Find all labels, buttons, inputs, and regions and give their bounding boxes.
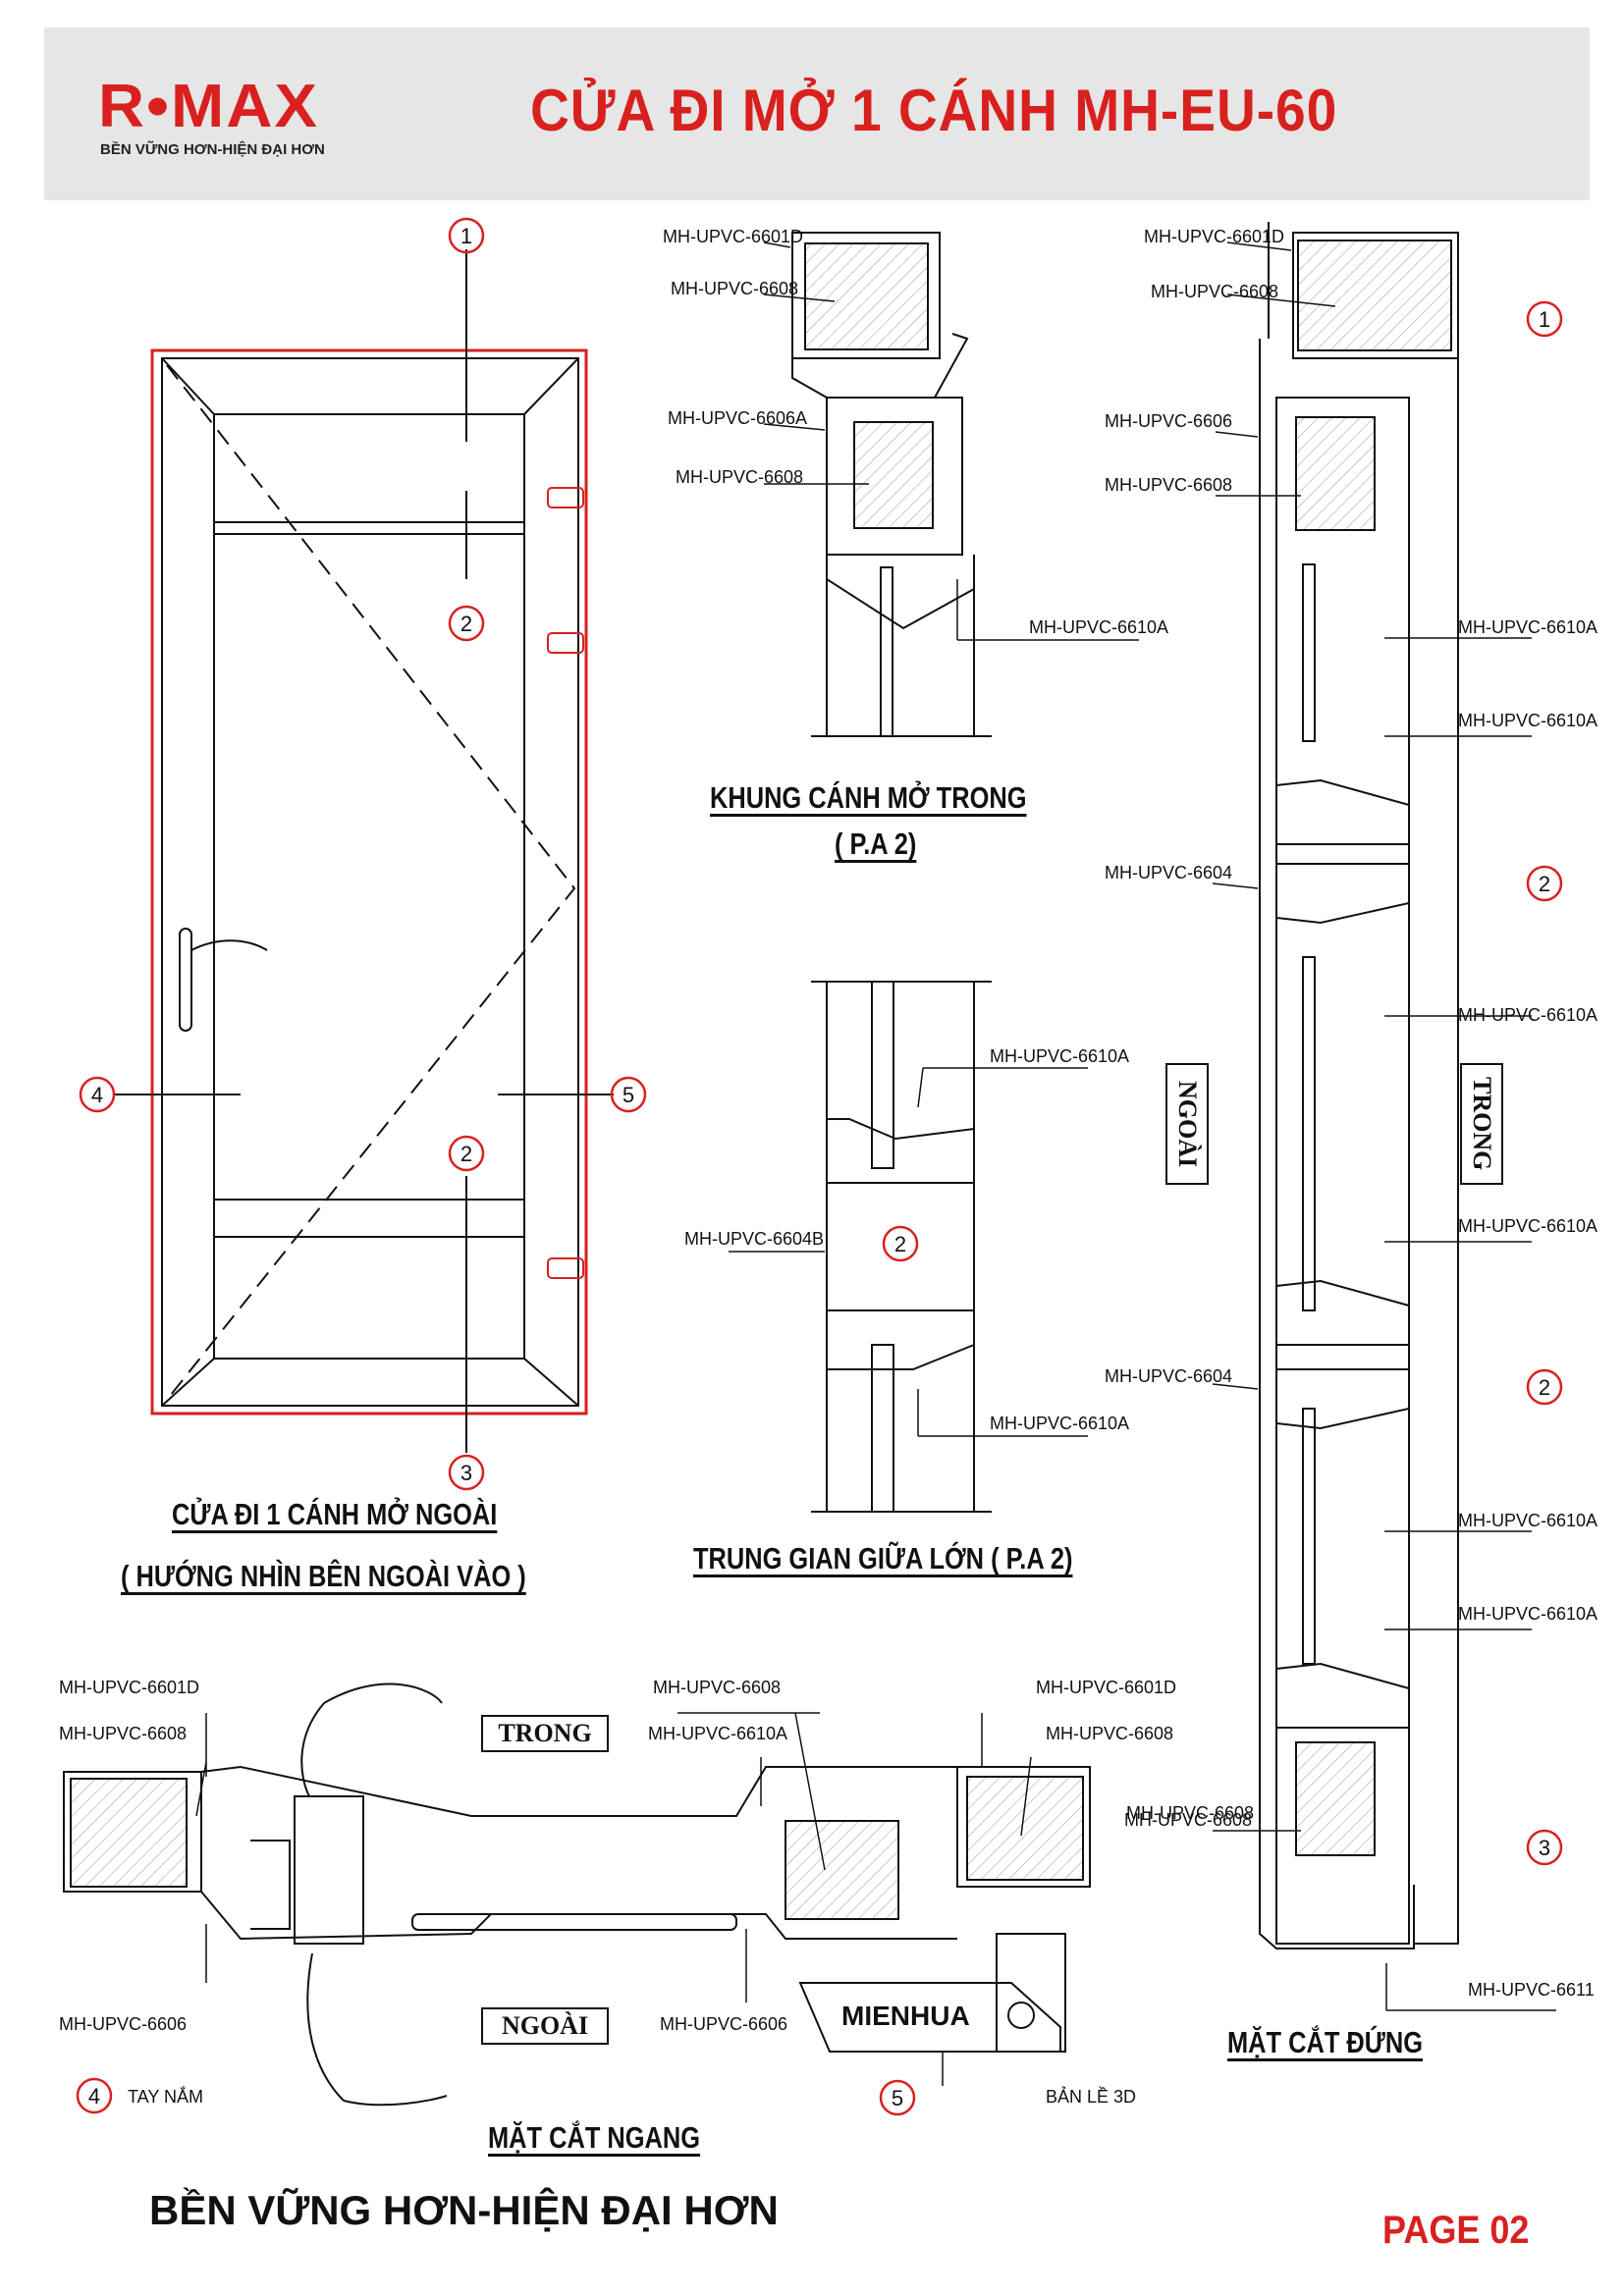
leader-lines: [195, 241, 1556, 2086]
vsec-marker-3: 3: [1539, 1836, 1550, 1860]
mullion-section: [811, 981, 992, 1513]
part-label: MH-UPVC-6608: [1046, 1724, 1173, 1743]
part-label: MH-UPVC-6610A: [990, 1046, 1129, 1066]
outside-label-vertical: NGOÀI: [1165, 1063, 1209, 1185]
vsec-marker-2b: 2: [1539, 1375, 1550, 1400]
part-label: MH-UPVC-6608: [671, 279, 798, 298]
vertical-section-caption: MẶT CẮT ĐỨNG: [1227, 2025, 1424, 2059]
footer-slogan: BỀN VỮNG HƠN-HIỆN ĐẠI HƠN: [149, 2187, 779, 2233]
part-label: MH-UPVC-6606: [660, 2014, 787, 2034]
frame-caption-1: KHUNG CÁNH MỞ TRONG: [710, 780, 1027, 815]
page-number: PAGE 02: [1382, 2209, 1530, 2252]
part-label: MH-UPVC-6608: [1126, 1803, 1254, 1823]
header-bar: [44, 27, 1590, 200]
part-label: MH-UPVC-6608: [653, 1678, 781, 1697]
part-label: MH-UPVC-6610A: [1458, 617, 1597, 637]
outside-label-horizontal: NGOÀI: [481, 2007, 609, 2045]
hinge-label: BẢN LỀ 3D: [1046, 2086, 1136, 2107]
marker-1: 1: [460, 224, 472, 248]
part-label: MH-UPVC-6610A: [1458, 1005, 1597, 1025]
part-label: MH-UPVC-6604B: [684, 1229, 824, 1249]
frame-caption-2: ( P.A 2): [835, 827, 917, 861]
hinge-brand: MIENHUA: [841, 2001, 970, 2031]
part-label: MH-UPVC-6610A: [1029, 617, 1168, 637]
marker-2-top: 2: [460, 612, 472, 636]
part-label: MH-UPVC-6610A: [990, 1414, 1129, 1433]
horizontal-section-caption: MẶT CẮT NGANG: [488, 2120, 701, 2155]
part-label: MH-UPVC-6606A: [668, 408, 807, 428]
door-elevation: [115, 249, 614, 1453]
part-label: MH-UPVC-6608: [59, 1724, 187, 1743]
vsec-marker-2a: 2: [1539, 872, 1550, 896]
marker-5: 5: [623, 1083, 634, 1107]
frame-top-section: [791, 232, 992, 737]
part-label: MH-UPVC-6601D: [59, 1678, 199, 1697]
brand-logo: R•MAX: [98, 73, 319, 140]
page-title: CỬA ĐI MỞ 1 CÁNH MH-EU-60: [530, 78, 1338, 143]
part-label: MH-UPVC-6608: [1105, 475, 1232, 495]
handle-label: TAY NẮM: [128, 2086, 203, 2107]
elevation-caption-1: CỬA ĐI 1 CÁNH MỞ NGOÀI: [172, 1497, 498, 1531]
inside-label-vertical: TRONG: [1460, 1063, 1503, 1185]
brand-tagline: BỀN VỮNG HƠN-HIỆN ĐẠI HƠN: [100, 141, 325, 158]
part-label: MH-UPVC-6601D: [1144, 227, 1284, 246]
inside-label-horizontal: TRONG: [481, 1715, 609, 1752]
part-label: MH-UPVC-6610A: [1458, 711, 1597, 730]
marker-2-bottom: 2: [460, 1142, 472, 1166]
marker-3: 3: [460, 1461, 472, 1485]
mullion-caption: TRUNG GIAN GIỮA LỚN ( P.A 2): [693, 1541, 1073, 1575]
mullion-marker: 2: [894, 1232, 906, 1256]
vsec-marker-1: 1: [1539, 307, 1550, 332]
vertical-section: [1259, 222, 1459, 1949]
part-label: MH-UPVC-6610A: [648, 1724, 787, 1743]
part-label: MH-UPVC-6601D: [663, 227, 803, 246]
elevation-caption-2: ( HƯỚNG NHÌN BÊN NGOÀI VÀO ): [121, 1559, 526, 1593]
hsec-marker-4: 4: [88, 2084, 100, 2109]
part-label: MH-UPVC-6610A: [1458, 1216, 1597, 1236]
part-label: MH-UPVC-6601D: [1036, 1678, 1176, 1697]
part-label: MH-UPVC-6611: [1468, 1980, 1595, 2000]
callout-circles: [76, 217, 1563, 2116]
marker-4: 4: [91, 1083, 103, 1107]
part-label: MH-UPVC-6610A: [1458, 1511, 1597, 1530]
part-label: MH-UPVC-6606: [1105, 411, 1232, 431]
part-label: MH-UPVC-6604: [1105, 1366, 1232, 1386]
part-label: MH-UPVC-6610A: [1458, 1604, 1597, 1624]
part-label: MH-UPVC-6608: [676, 467, 803, 487]
part-label: MH-UPVC-6608: [1151, 282, 1278, 301]
part-label: MH-UPVC-6608: [1124, 1810, 1252, 1830]
horizontal-section: [63, 1682, 1091, 2107]
part-label: MH-UPVC-6606: [59, 2014, 187, 2034]
part-label: MH-UPVC-6604: [1105, 863, 1232, 882]
hsec-marker-5: 5: [892, 2086, 903, 2110]
